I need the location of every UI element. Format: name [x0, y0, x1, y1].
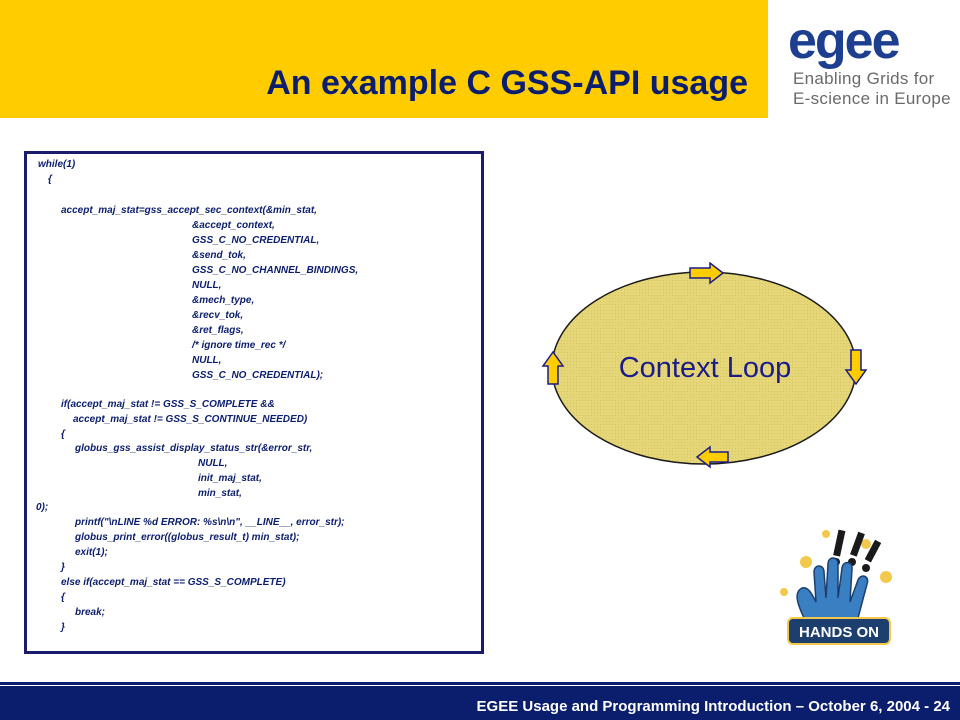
code-line: NULL, [192, 280, 222, 291]
arrow-left-icon [695, 445, 729, 469]
arrow-right-icon [689, 261, 725, 285]
footer-text: EGEE Usage and Programming Introduction … [476, 698, 950, 715]
code-line: else if(accept_maj_stat == GSS_S_COMPLET… [61, 577, 286, 588]
code-line: init_maj_stat, [198, 473, 262, 484]
code-line: if(accept_maj_stat != GSS_S_COMPLETE && [61, 399, 275, 410]
code-line: printf("\nLINE %d ERROR: %s\n\n", __LINE… [75, 517, 345, 528]
arrow-up-icon [541, 350, 565, 385]
logo-tagline-1: Enabling Grids for [793, 69, 935, 88]
header-band [0, 0, 768, 118]
arrow-down-icon [844, 349, 868, 386]
code-line: { [48, 174, 52, 185]
paint-splash-icon [780, 530, 892, 596]
code-line: { [61, 429, 65, 440]
code-listing: while(1) { accept_maj_stat=gss_accept_se… [24, 151, 484, 654]
code-line: &mech_type, [192, 295, 255, 306]
footer-band [0, 686, 960, 720]
code-line: accept_maj_stat != GSS_S_CONTINUE_NEEDED… [73, 414, 308, 425]
logo-wordmark: egee [788, 14, 900, 70]
slide-title: An example C GSS-API usage [266, 64, 748, 102]
code-line: while(1) [38, 159, 76, 170]
code-line: globus_gss_assist_display_status_str(&er… [75, 443, 313, 454]
code-line: GSS_C_NO_CHANNEL_BINDINGS, [192, 265, 359, 276]
hands-on-text: HANDS ON [799, 624, 879, 641]
code-line: } [61, 562, 65, 573]
code-line: NULL, [198, 458, 228, 469]
hands-on-badge: HANDS ON [766, 522, 916, 654]
hands-on-banner: HANDS ON [787, 617, 891, 645]
code-line: break; [75, 607, 106, 618]
code-line: accept_maj_stat=gss_accept_sec_context(&… [61, 205, 317, 216]
code-line: GSS_C_NO_CREDENTIAL); [192, 370, 324, 381]
code-line: &send_tok, [192, 250, 246, 261]
code-line: { [61, 592, 65, 603]
code-line: exit(1); [75, 547, 108, 558]
code-line: GSS_C_NO_CREDENTIAL, [192, 235, 320, 246]
code-line: NULL, [192, 355, 222, 366]
code-line: &ret_flags, [192, 325, 244, 336]
code-line: &accept_context, [192, 220, 275, 231]
egee-logo: egee [776, 14, 956, 114]
code-line: } [61, 622, 65, 633]
code-line: min_stat, [198, 488, 242, 499]
code-line: &recv_tok, [192, 310, 244, 321]
footer-divider [0, 682, 960, 685]
logo-tagline-2: E-science in Europe [793, 89, 951, 108]
exclamation-icon [832, 529, 882, 572]
code-line: /* ignore time_rec */ [192, 340, 286, 351]
context-loop-diagram [540, 261, 870, 472]
code-line: globus_print_error((globus_result_t) min… [75, 532, 300, 543]
code-line: 0); [36, 502, 49, 513]
context-loop-label: Context Loop [618, 352, 792, 384]
